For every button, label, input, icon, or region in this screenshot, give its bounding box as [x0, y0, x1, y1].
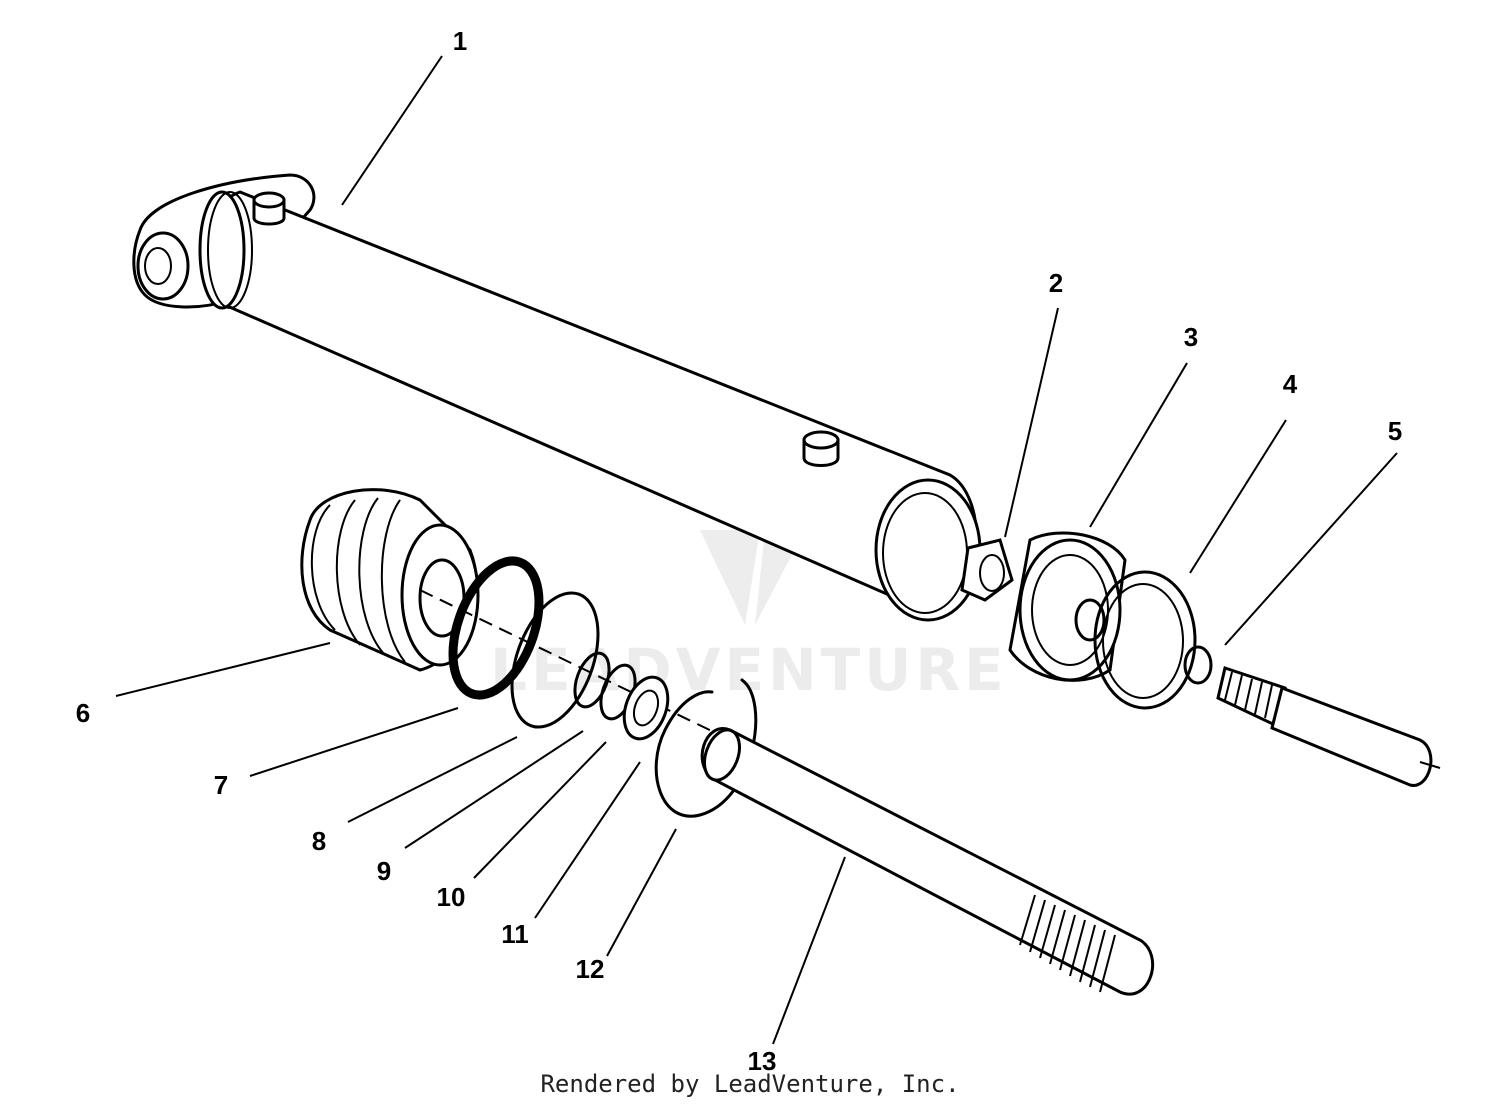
part-3-piston [1008, 531, 1127, 682]
part-11-wiper [622, 675, 670, 741]
callout-4: 4 [1283, 369, 1298, 399]
callout-8: 8 [312, 826, 326, 856]
part-12-snap-ring [654, 678, 758, 818]
part-1-cylinder-barrel [132, 173, 982, 622]
callout-6: 6 [76, 698, 90, 728]
part-8-ring [510, 591, 600, 729]
footer-credit: Rendered by LeadVenture, Inc. [540, 1070, 960, 1098]
barrel-port-top [252, 191, 286, 226]
callout-7: 7 [214, 770, 228, 800]
part-2-nut [960, 538, 1014, 602]
leader-lines [115, 55, 1398, 1045]
callout-13: 13 [748, 1046, 777, 1076]
rod-end-right [1216, 666, 1441, 787]
callout-1: 1 [453, 26, 467, 56]
part-4-seal-ring [1093, 570, 1197, 710]
callout-10: 10 [437, 882, 466, 912]
callout-12: 12 [576, 954, 605, 984]
part-7-ring [448, 556, 544, 700]
callout-2: 2 [1049, 268, 1063, 298]
callout-5: 5 [1388, 416, 1402, 446]
barrel-port-middle [802, 430, 840, 467]
v-logo-icon [700, 530, 805, 625]
watermark-text: LEADVENTURE [490, 636, 1008, 704]
callout-3: 3 [1184, 322, 1198, 352]
callout-9: 9 [377, 856, 391, 886]
callout-11: 11 [501, 919, 529, 949]
callout-labels: 1 2 3 4 5 6 7 8 9 10 11 12 13 [76, 26, 1402, 1076]
part-5-o-ring [1183, 645, 1213, 685]
part-13-rod [700, 727, 1155, 996]
